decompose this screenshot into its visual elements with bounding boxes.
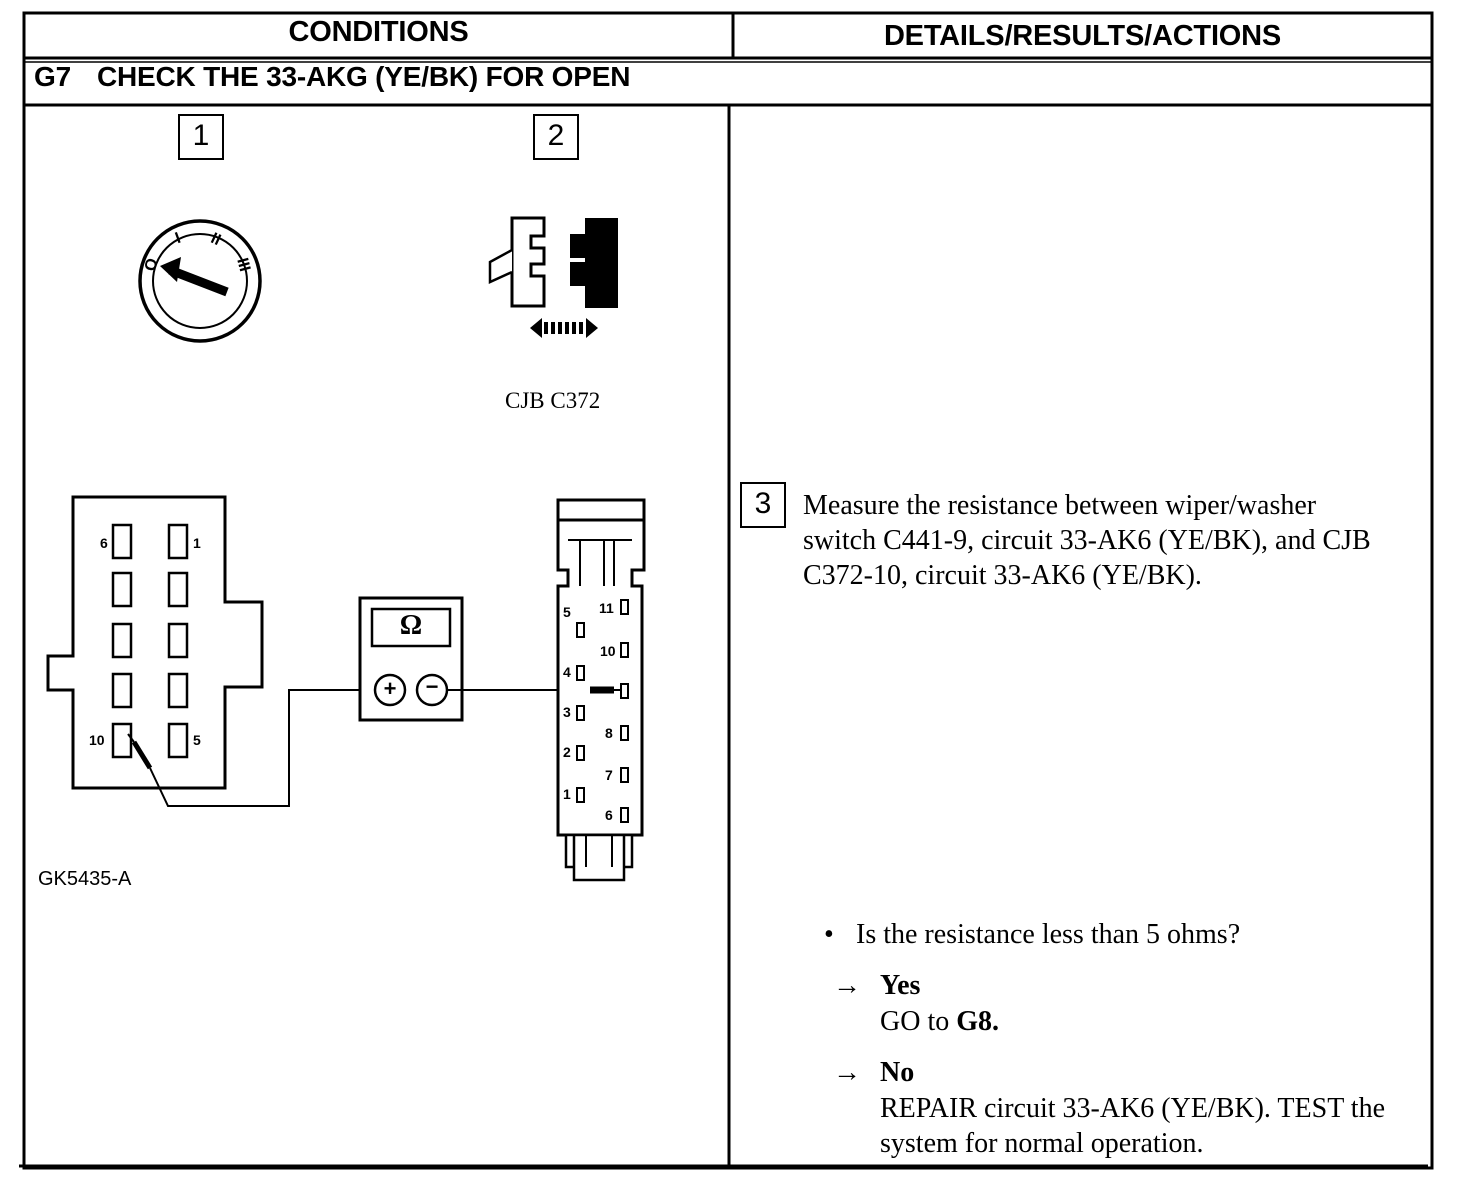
right-pin-3: 3	[563, 704, 571, 720]
figure-code: GK5435-A	[38, 868, 132, 890]
question-text: Is the resistance less than 5 ohms?	[856, 919, 1241, 950]
no-action: REPAIR circuit 33-AK6 (YE/BK). TEST the …	[880, 1093, 1386, 1159]
right-pin-6: 6	[605, 807, 613, 823]
right-pin-11: 11	[599, 600, 614, 616]
header-conditions: CONDITIONS	[288, 16, 469, 48]
right-pin-1: 1	[563, 786, 571, 802]
connector-name: CJB C372	[505, 388, 601, 413]
left-pin-5: 5	[193, 732, 201, 748]
no-label: No	[880, 1057, 915, 1088]
no-arrow: →	[833, 1057, 861, 1088]
right-pin-10: 10	[600, 643, 616, 659]
left-pin-1: 1	[193, 535, 201, 551]
step-1-box: 1	[178, 114, 224, 160]
ohm-symbol: Ω	[399, 610, 423, 641]
yes-action-target[interactable]: G8.	[956, 1006, 1000, 1037]
right-pin-5: 5	[563, 604, 571, 620]
step-2-box: 2	[533, 114, 579, 160]
right-pin-2: 2	[563, 744, 571, 760]
yes-action: GO to G8.	[880, 1004, 999, 1039]
header-details-results-actions: DETAILS/RESULTS/ACTIONS	[883, 20, 1282, 52]
yes-arrow: →	[833, 970, 861, 1001]
step-id: G7	[34, 61, 71, 92]
question-bullet: •	[824, 919, 834, 950]
yes-action-prefix: GO to	[880, 1006, 950, 1037]
right-pin-8: 8	[605, 725, 613, 741]
right-pin-7: 7	[605, 767, 613, 783]
right-pin-4: 4	[563, 664, 571, 680]
meter-minus-terminal: −	[425, 674, 439, 699]
left-pin-10: 10	[89, 732, 105, 748]
step-title: CHECK THE 33-AKG (YE/BK) FOR OPEN	[97, 61, 631, 92]
measure-instruction: Measure the resistance between wiper/was…	[803, 490, 1371, 591]
step-3-box: 3	[740, 482, 786, 528]
yes-label: Yes	[880, 970, 921, 1001]
left-pin-6: 6	[100, 535, 108, 551]
meter-plus-terminal: +	[383, 676, 397, 701]
